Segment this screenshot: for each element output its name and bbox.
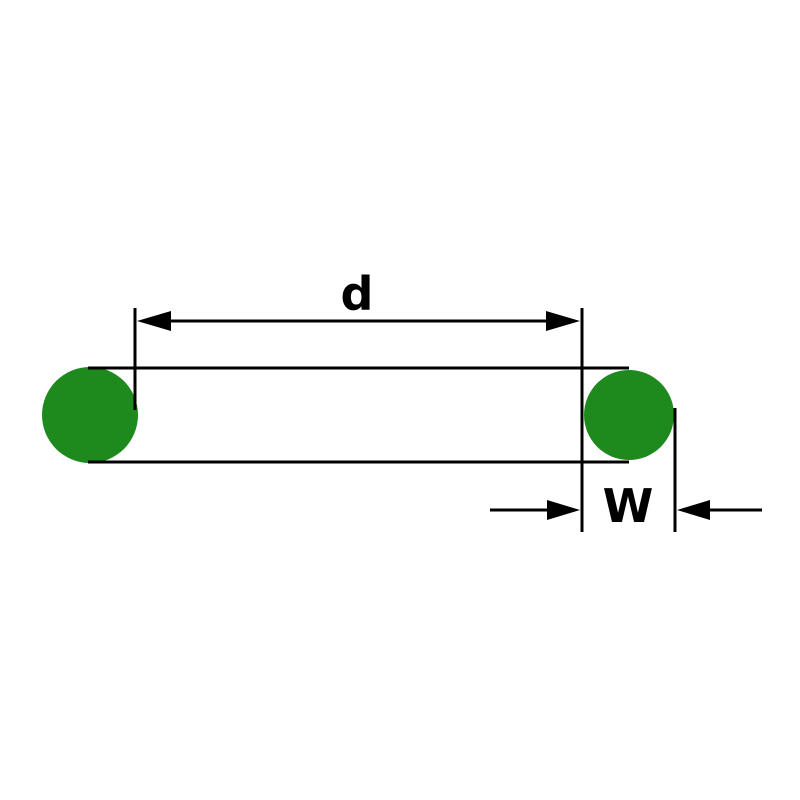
oring-left-cross-section (42, 367, 138, 463)
w-arrowhead-right-icon (677, 500, 710, 520)
oring-right-cross-section (584, 370, 674, 460)
cross-section-width-label: W (603, 479, 654, 533)
diagram-arrowheads (137, 311, 710, 520)
w-arrowhead-left-icon (547, 500, 580, 520)
d-arrowhead-left-icon (137, 311, 171, 331)
d-arrowhead-right-icon (546, 311, 580, 331)
inner-diameter-label: d (341, 267, 374, 321)
diagram-linework (88, 308, 762, 532)
